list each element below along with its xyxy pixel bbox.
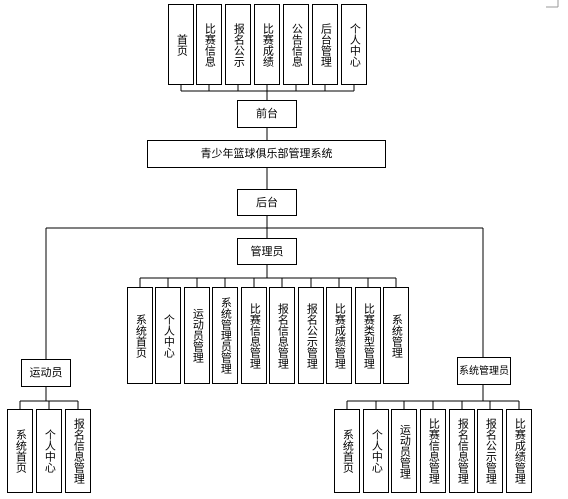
frontend-module-home: 首页 — [168, 4, 194, 85]
frontend-node: 前台 — [237, 100, 297, 128]
frontend-module-personal-center: 个人中心 — [341, 4, 367, 85]
frontend-module-backend-admin: 后台管理 — [312, 4, 338, 85]
admin-module-system-mgmt: 系统管理 — [383, 287, 409, 384]
frontend-module-match-info: 比赛信息 — [196, 4, 222, 85]
admin-module-registration-notice-mgmt: 报名公示管理 — [298, 287, 324, 384]
backend-node: 后台 — [237, 189, 297, 216]
athlete-node: 运动员 — [21, 359, 71, 387]
page-corner-mark — [546, 0, 559, 8]
sysadmin-module-match-results-mgmt: 比赛成绩管理 — [506, 409, 532, 493]
athlete-module-system-home: 系统首页 — [7, 409, 33, 493]
sysadmin-module-registration-mgmt: 报名信息管理 — [449, 409, 475, 493]
sysadmin-module-match-info-mgmt: 比赛信息管理 — [420, 409, 446, 493]
system-title-node: 青少年篮球俱乐部管理系统 — [147, 140, 386, 168]
admin-module-sysadmin-mgmt: 系统管理员管理 — [212, 287, 238, 384]
admin-module-match-info-mgmt: 比赛信息管理 — [241, 287, 267, 384]
admin-module-athlete-mgmt: 运动员管理 — [184, 287, 210, 384]
admin-module-match-type-mgmt: 比赛类型管理 — [355, 287, 381, 384]
frontend-module-match-results: 比赛成绩 — [254, 4, 280, 85]
sysadmin-module-system-home: 系统首页 — [334, 409, 360, 493]
admin-module-registration-mgmt: 报名信息管理 — [269, 287, 295, 384]
athlete-module-personal-center: 个人中心 — [36, 409, 62, 493]
admin-node: 管理员 — [237, 238, 297, 265]
sysadmin-module-athlete-mgmt: 运动员管理 — [391, 409, 417, 493]
admin-module-personal-center: 个人中心 — [155, 287, 181, 384]
sysadmin-module-personal-center: 个人中心 — [363, 409, 389, 493]
admin-module-match-results-mgmt: 比赛成绩管理 — [326, 287, 352, 384]
admin-module-system-home: 系统首页 — [127, 287, 153, 384]
sysadmin-module-registration-notice-mgmt: 报名公示管理 — [477, 409, 503, 493]
frontend-module-registration-notice: 报名公示 — [225, 4, 251, 85]
sysadmin-node: 系统管理员 — [457, 357, 511, 385]
athlete-module-registration-mgmt: 报名信息管理 — [65, 409, 91, 493]
frontend-module-announcements: 公告信息 — [283, 4, 309, 85]
